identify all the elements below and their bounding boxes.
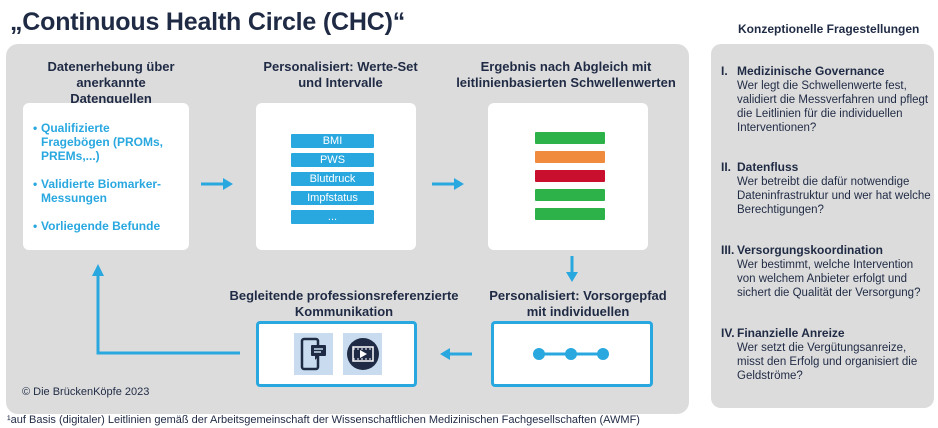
pathway-box <box>491 321 653 387</box>
result-bar-green <box>535 208 605 220</box>
pill-pws: PWS <box>291 153 374 167</box>
copyright-text: © Die BrückenKöpfe 2023 <box>22 386 150 398</box>
footnote-text: ¹auf Basis (digitaler) Leitlinien gemäß … <box>7 414 640 426</box>
data-sources-list: •Qualifizierte Fragebögen (PROMs, PREMs,… <box>33 121 178 247</box>
question-number: IV. <box>721 326 735 340</box>
question-heading: Medizinische Governance <box>737 64 885 78</box>
heading-value-set: Personalisiert: Werte-Set und Intervalle <box>263 59 418 90</box>
arrow-right-icon <box>201 178 233 190</box>
loop-back-arrow-icon <box>92 264 240 355</box>
list-item: •Validierte Biomarker-Messungen <box>33 177 178 205</box>
question-data-flow: II. Datenfluss Wer betreibt die dafür not… <box>721 160 931 217</box>
question-heading: Versorgungskoordination <box>737 243 884 257</box>
page-title: „Continuous Health Circle (CHC)“ <box>10 8 405 36</box>
question-heading: Datenfluss <box>737 160 799 174</box>
question-financial-incentives: IV.Finanzielle Anreize Wer setzt die Ver… <box>721 326 931 383</box>
question-text: Wer bestimmt, welche Intervention von we… <box>737 259 921 299</box>
result-bar-green <box>535 189 605 201</box>
source-label: Validierte Biomarker-Messungen <box>41 177 162 205</box>
result-bar-green <box>535 132 605 144</box>
video-play-icon <box>347 338 379 370</box>
mobile-chat-icon <box>300 337 326 371</box>
pill-impfstatus: Impfstatus <box>291 191 374 205</box>
communication-box <box>256 321 417 387</box>
arrow-right-icon <box>432 178 464 190</box>
heading-communication: Begleitende professionsreferenzierte Kom… <box>229 288 459 319</box>
pill-bmi: BMI <box>291 134 374 148</box>
data-sources-box <box>23 103 189 250</box>
question-text: Wer betreibt die dafür notwendige Dateni… <box>737 176 931 216</box>
question-number: II. <box>721 160 732 174</box>
list-item: •Qualifizierte Fragebögen (PROMs, PREMs,… <box>33 121 178 163</box>
question-text: Wer legt die Schwellenwerte fest, validi… <box>737 80 929 134</box>
question-heading: Finanzielle Anreize <box>737 326 845 340</box>
pill-more: ... <box>291 210 374 224</box>
pill-blutdruck: Blutdruck <box>291 172 374 186</box>
question-number: I. <box>721 64 728 78</box>
question-care-coordination: III.Versorgungskoordination Wer bestimmt… <box>721 243 931 300</box>
source-label: Qualifizierte Fragebögen (PROMs, PREMs,.… <box>41 121 164 163</box>
list-item: •Vorliegende Befunde <box>33 219 161 233</box>
arrow-down-icon <box>566 256 578 282</box>
pathway-icon <box>533 348 609 360</box>
source-label: Vorliegende Befunde <box>41 219 161 233</box>
result-bar-orange <box>535 151 605 163</box>
question-governance: I. Medizinische Governance Wer legt die S… <box>721 64 931 135</box>
questions-panel <box>711 44 934 408</box>
sidebar-title: Konzeptionelle Fragestellungen <box>738 22 920 36</box>
question-number: III. <box>721 243 735 257</box>
result-bar-red <box>535 170 605 182</box>
heading-result: Ergebnis nach Abgleich mit leitlinienbas… <box>456 59 676 90</box>
heading-data-collection: Datenerhebung über anerkannte Datenquell… <box>47 59 175 106</box>
question-text: Wer setzt die Vergütungsanreize, misst d… <box>737 342 918 382</box>
arrow-left-icon <box>440 348 472 360</box>
